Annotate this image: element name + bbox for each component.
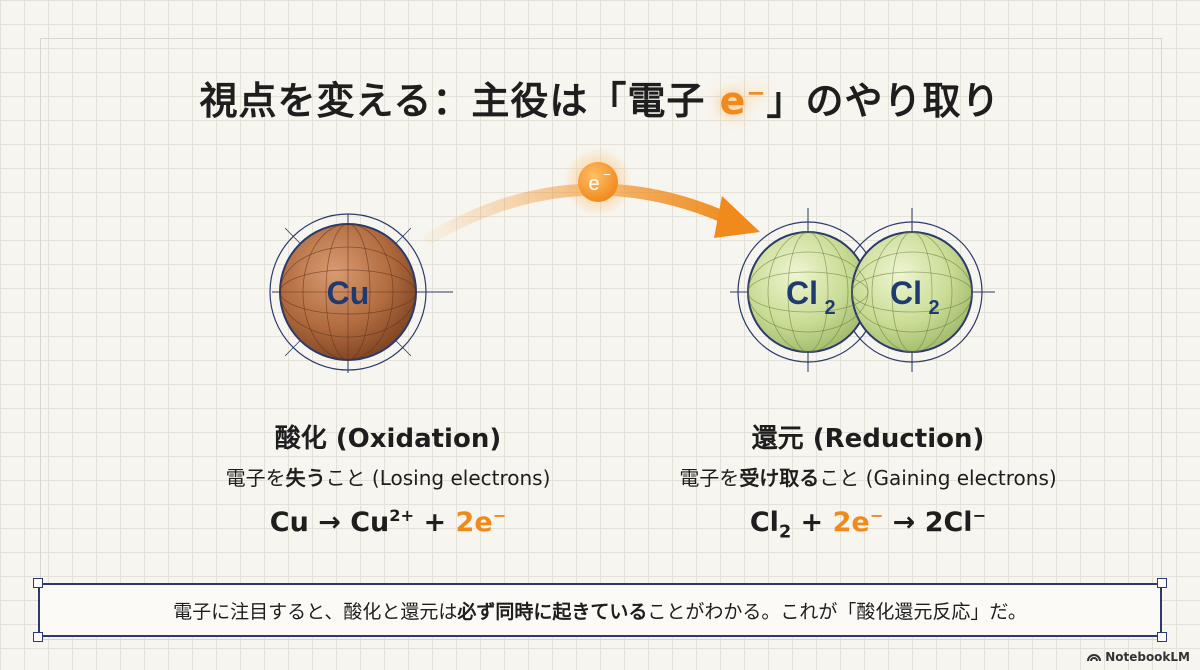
reduction-eq-electrons: 2e− (832, 506, 884, 538)
summary-corner-br (1157, 632, 1167, 642)
copper-label: Cu (327, 275, 370, 311)
reduction-eq-cl: Cl (749, 507, 779, 538)
electron-charge: − (603, 167, 611, 182)
reduction-block: 還元 (Reduction) 電子を受け取ること (Gaining electr… (648, 418, 1088, 542)
summary-corner-tl (33, 578, 43, 588)
reduction-description: 電子を受け取ること (Gaining electrons) (648, 462, 1088, 490)
reduction-desc-bold: 受け取る (739, 466, 820, 490)
summary-corner-bl (33, 632, 43, 642)
content-frame (40, 38, 1162, 640)
transfer-arrow-head (714, 196, 760, 238)
notebooklm-badge: NotebookLM (1087, 650, 1190, 664)
oxidation-eq-plus: + (414, 507, 456, 538)
oxidation-eq-charge: 2+ (389, 506, 415, 525)
reduction-desc-pre: 電子を (679, 466, 740, 490)
title-text-suffix: 」のやり取り (766, 79, 1001, 123)
title-electron-charge: − (746, 80, 767, 107)
reduction-eq-electrons-text: 2e (832, 507, 870, 538)
oxidation-desc-bold: 失う (285, 466, 326, 490)
chlorine-molecule: Cl 2 Cl 2 (730, 208, 995, 372)
oxidation-block: 酸化 (Oxidation) 電子を失うこと (Losing electrons… (168, 418, 608, 538)
chlorine-subscript-right: 2 (928, 297, 939, 319)
oxidation-description: 電子を失うこと (Losing electrons) (168, 462, 608, 490)
title-electron-symbol: e (719, 79, 747, 123)
oxidation-desc-post: こと (Losing electrons) (325, 466, 551, 490)
summary-text-post: ことがわかる。これが「酸化還元反応」だ。 (647, 600, 1027, 623)
oxidation-eq-electrons-text: 2e (455, 507, 493, 538)
oxidation-desc-pre: 電子を (225, 466, 286, 490)
oxidation-equation: Cu → Cu2+ + 2e− (168, 506, 608, 538)
title-text-prefix: 視点を変える：主役は「電子 (199, 79, 720, 123)
page-title: 視点を変える：主役は「電子 e−」のやり取り (0, 70, 1200, 125)
oxidation-eq-electrons-charge: − (492, 506, 507, 525)
reduction-desc-post: こと (Gaining electrons) (819, 466, 1057, 490)
chlorine-label-right: Cl (890, 275, 922, 311)
oxidation-heading: 酸化 (Oxidation) (274, 424, 502, 454)
copper-atom: Cu (269, 213, 453, 373)
reduction-eq-plus: + (791, 507, 833, 538)
summary-text-bold: 必ず同時に起きている (457, 600, 648, 623)
notebooklm-logo-icon (1087, 654, 1102, 662)
summary-text-pre: 電子に注目すると、酸化と還元は (173, 600, 458, 623)
summary-corner-tr (1157, 578, 1167, 588)
reduction-eq-rhs-charge: − (972, 506, 987, 525)
chlorine-label-left: Cl (786, 275, 818, 311)
reduction-equation: Cl2 + 2e− → 2Cl− (648, 506, 1088, 542)
chlorine-subscript-left: 2 (824, 297, 835, 319)
oxidation-eq-electrons: 2e− (455, 506, 507, 538)
summary-box: 電子に注目すると、酸化と還元は必ず同時に起きていることがわかる。これが「酸化還元… (38, 583, 1162, 637)
reduction-eq-rhs: → 2Cl (883, 507, 973, 538)
title-electron: e− (720, 79, 767, 123)
oxidation-eq-lhs: Cu → Cu (269, 507, 390, 538)
notebooklm-badge-text: NotebookLM (1105, 650, 1190, 664)
electron-symbol: e (588, 173, 599, 195)
reduction-eq-cl-sub: 2 (778, 522, 792, 543)
reduction-eq-electrons-charge: − (869, 506, 884, 525)
reduction-heading: 還元 (Reduction) (751, 424, 985, 454)
electron-ball (578, 162, 618, 202)
